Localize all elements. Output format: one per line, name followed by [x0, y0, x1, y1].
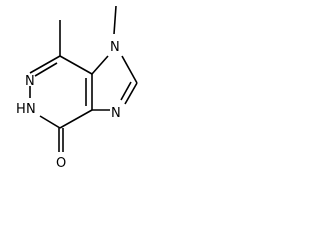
bond-c2-n3-b	[120, 81, 132, 101]
molecule-diagram: N N N H N O	[16, 5, 138, 171]
atom-n6: N	[25, 74, 35, 89]
atom-o: O	[56, 156, 66, 171]
atom-n1: N	[110, 40, 120, 55]
bond-n1-methyl	[113, 5, 117, 35]
atom-labels: N N N H N O	[16, 40, 121, 171]
bond-n1-c2	[121, 55, 138, 84]
bond-c7-n6-b	[34, 62, 58, 77]
atom-nh-h: H	[16, 102, 26, 117]
bond-c7a-n1	[91, 55, 109, 75]
bond-c7-n6-a	[29, 55, 61, 74]
bond-c4-c3a	[59, 109, 93, 129]
atom-n-imidazole: N	[111, 106, 121, 121]
bond-c7-c7a	[59, 55, 93, 75]
bond-n5-c4	[39, 115, 61, 129]
atom-nh-n: N	[26, 102, 36, 117]
bond-c2-n3-a	[124, 82, 138, 105]
bonds	[29, 5, 138, 152]
